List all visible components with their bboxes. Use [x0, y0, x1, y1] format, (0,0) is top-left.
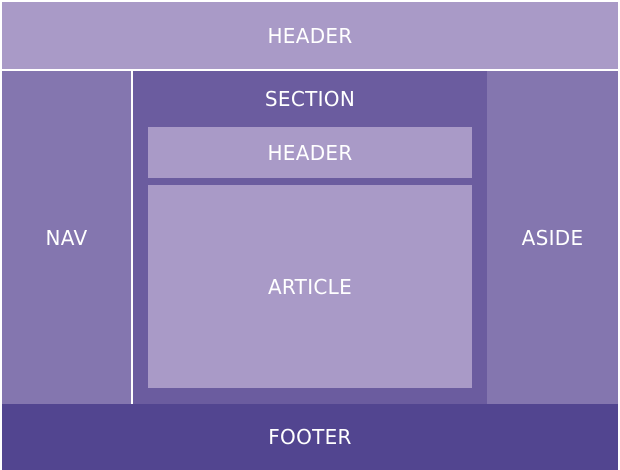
page-header-label: HEADER [267, 23, 353, 48]
nav-block: NAV [2, 71, 131, 404]
footer-block: FOOTER [2, 404, 618, 470]
nav-label: NAV [45, 225, 88, 250]
article-block: ARTICLE [148, 185, 472, 388]
footer-label: FOOTER [268, 425, 352, 449]
article-label: ARTICLE [267, 274, 353, 299]
section-label: SECTION [264, 87, 356, 111]
section-header-label: HEADER [267, 140, 353, 165]
page-header-block: HEADER [2, 2, 618, 69]
aside-block: ASIDE [487, 71, 618, 404]
aside-label: ASIDE [521, 225, 584, 250]
section-header-block: HEADER [148, 127, 472, 178]
